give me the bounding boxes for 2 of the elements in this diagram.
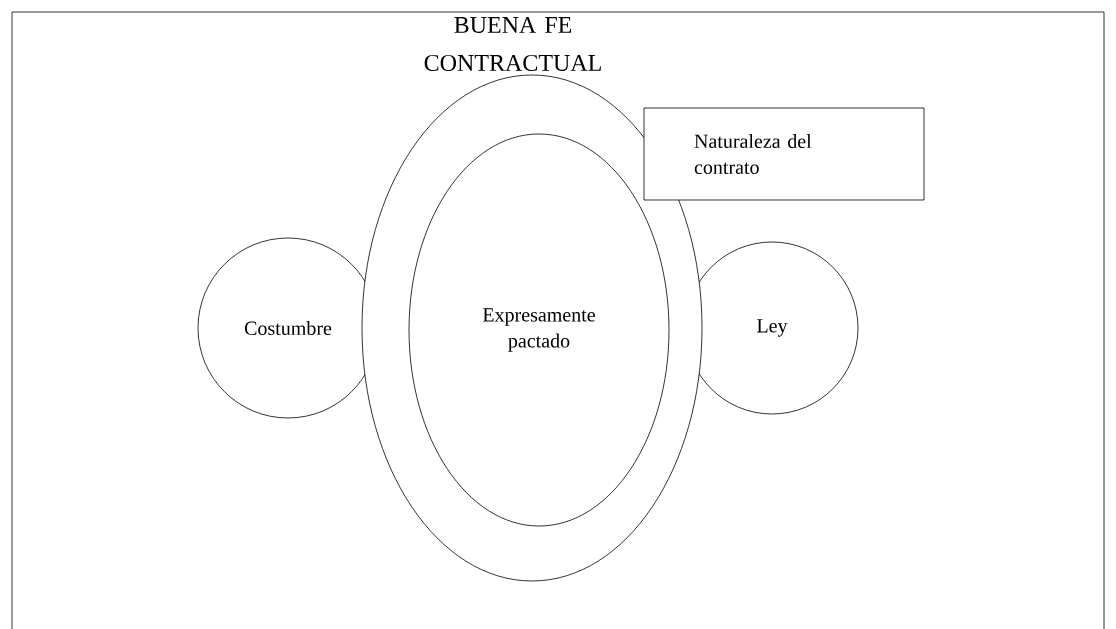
title: BUENA FE CONTRACTUAL (424, 16, 601, 72)
text-box: Naturaleza del contrato (643, 107, 925, 201)
